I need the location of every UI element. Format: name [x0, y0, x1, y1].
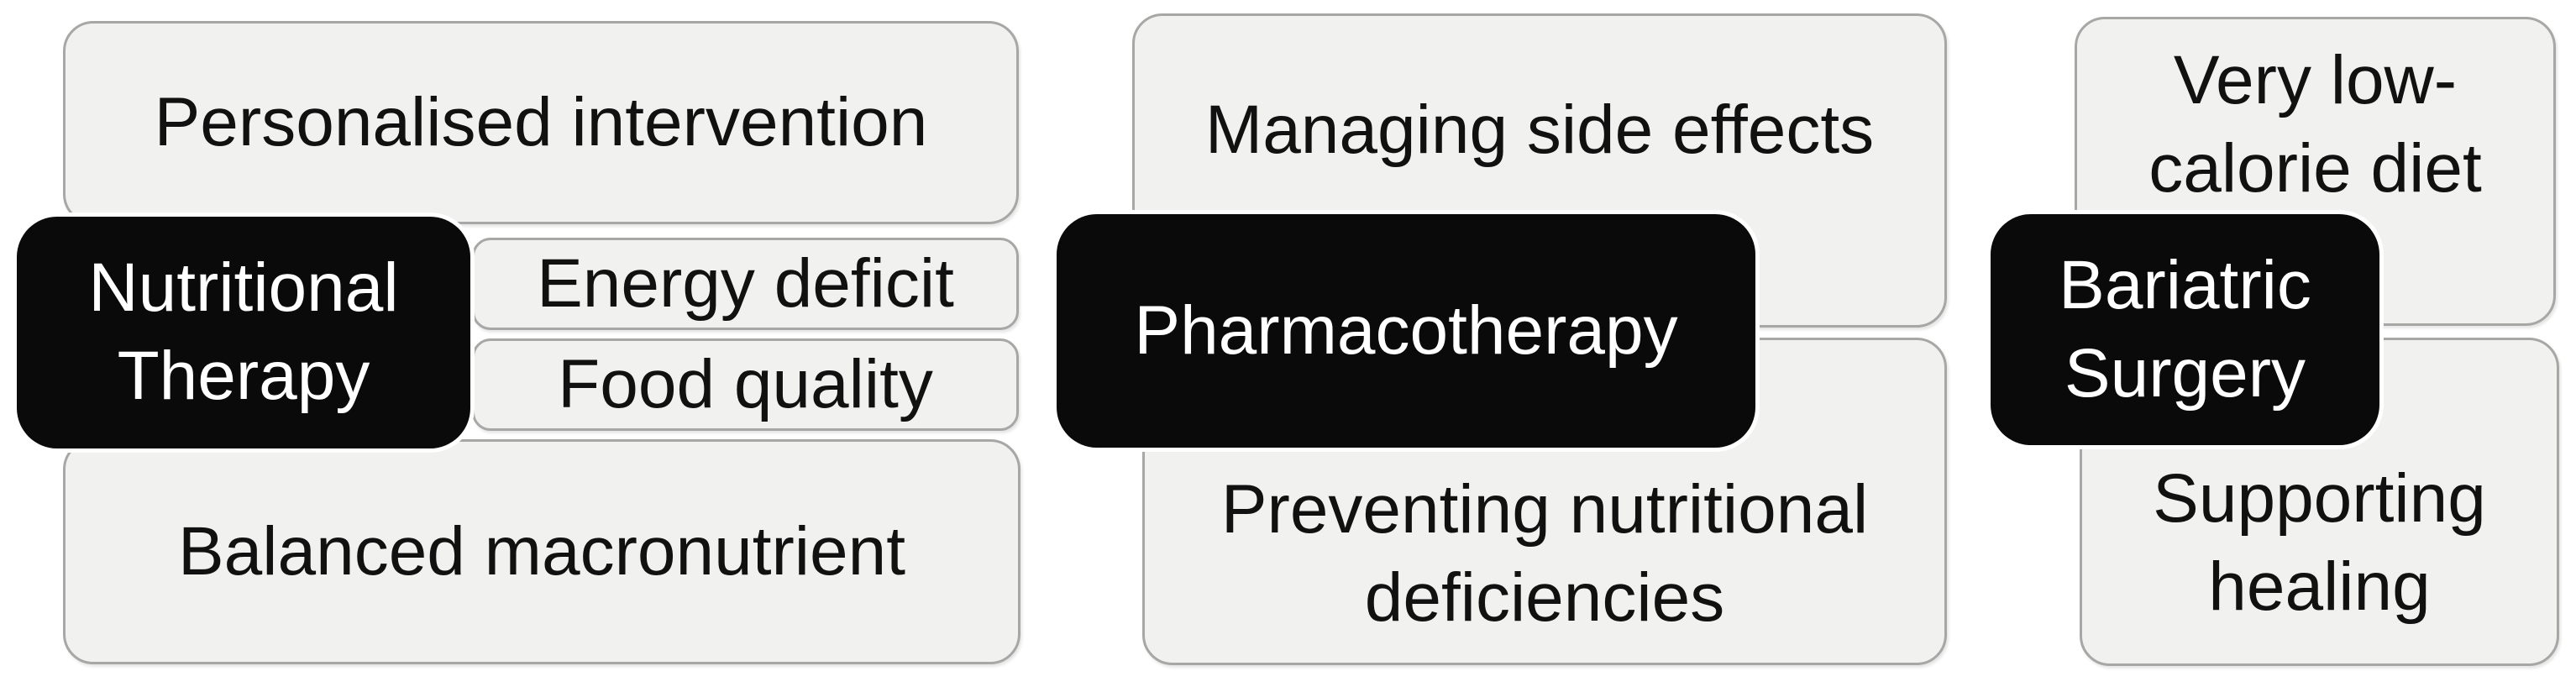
item-text-energy-deficit: Energy deficit — [537, 244, 954, 322]
label-box-pharmacotherapy: Pharmacotherapy — [1057, 214, 1755, 448]
label-box-nutritional-therapy: Nutritional Therapy — [17, 217, 470, 448]
item-box-balanced-macronutrient: Balanced macronutrient — [63, 439, 1020, 664]
item-text-preventing-nutritional-deficiencies: Preventing nutritional deficiencies — [1220, 471, 1869, 636]
item-box-personalised-intervention: Personalised intervention — [63, 21, 1019, 224]
item-text-balanced-macronutrient: Balanced macronutrient — [177, 512, 906, 590]
item-text-supporting-healing: Supporting healing — [2153, 459, 2486, 625]
label-text-nutritional-therapy: Nutritional Therapy — [88, 249, 399, 414]
label-text-bariatric-surgery: Bariatric Surgery — [2059, 246, 2311, 412]
label-box-bariatric-surgery: Bariatric Surgery — [1991, 214, 2379, 445]
item-text-managing-side-effects: Managing side effects — [1204, 91, 1875, 168]
item-box-energy-deficit: Energy deficit — [472, 238, 1019, 330]
item-text-food-quality: Food quality — [558, 345, 933, 422]
item-text-personalised-intervention: Personalised intervention — [154, 83, 928, 160]
item-box-food-quality: Food quality — [472, 338, 1019, 431]
item-text-very-low-calorie-diet: Very low- calorie diet — [2148, 42, 2482, 207]
label-text-pharmacotherapy: Pharmacotherapy — [1134, 291, 1678, 369]
